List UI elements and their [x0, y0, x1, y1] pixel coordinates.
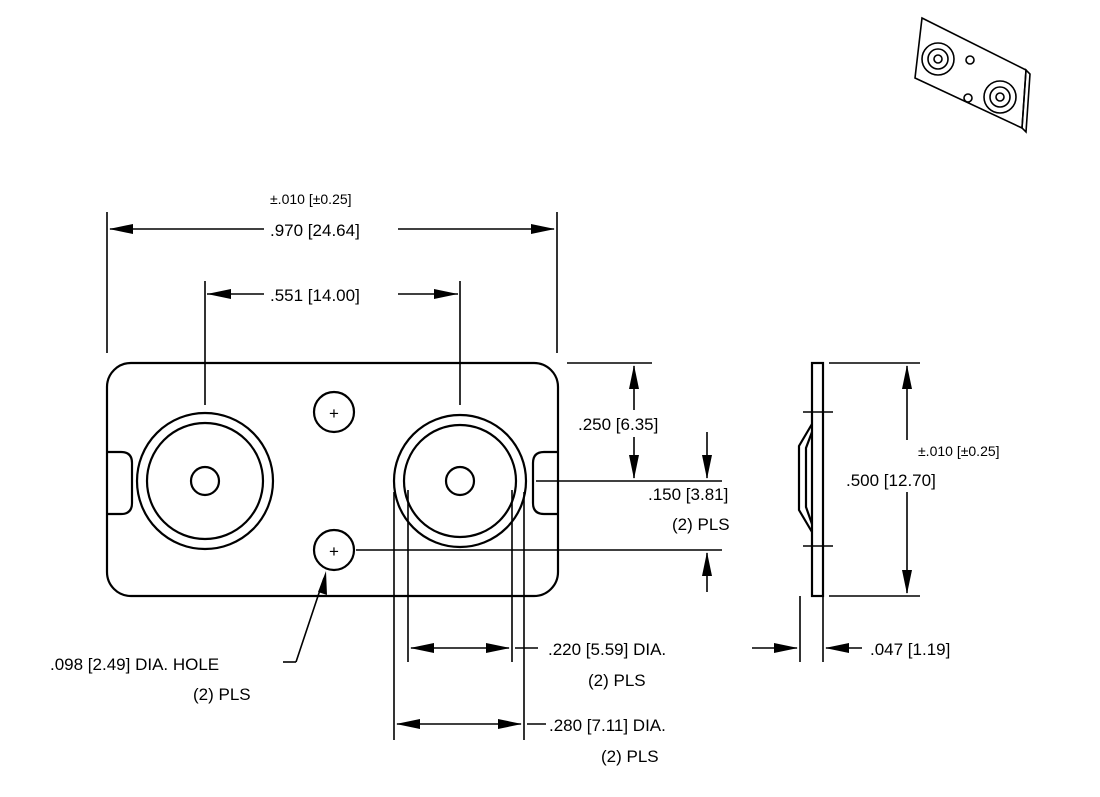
- edge-to-center-label: .250 [6.35]: [578, 415, 658, 434]
- dimension-labels: ±.010 [±0.25] .970 [24.64] .551 [14.00] …: [50, 191, 1000, 766]
- thickness-label: .047 [1.19]: [870, 640, 950, 659]
- side-view: [797, 361, 833, 598]
- slot-offset-label: .150 [3.81]: [648, 485, 728, 504]
- inner-qty-label: (2) PLS: [588, 671, 646, 690]
- side-boss-profile: [797, 423, 813, 533]
- isometric-thumbnail: [914, 16, 1031, 134]
- hole-qty-label: (2) PLS: [193, 685, 251, 704]
- outer-dia-label: .280 [7.11] DIA.: [549, 716, 666, 735]
- right-boss-outer: [392, 413, 528, 549]
- top-small-hole: [312, 390, 356, 434]
- left-boss-outer: [135, 411, 275, 551]
- center-spacing-label: .551 [14.00]: [270, 286, 360, 305]
- height-label: .500 [12.70]: [846, 471, 936, 490]
- hole-dia-label: .098 [2.49] DIA. HOLE: [50, 655, 219, 674]
- inner-dia-label: .220 [5.59] DIA.: [548, 640, 666, 659]
- top-hole-mark: +: [329, 404, 339, 423]
- dimension-lines: [106, 212, 920, 740]
- left-slot: [107, 450, 134, 516]
- side-plate: [810, 361, 825, 598]
- front-view: + +: [105, 361, 560, 598]
- bottom-small-hole: [312, 528, 356, 572]
- overall-width-label: .970 [24.64]: [270, 221, 360, 240]
- left-boss-inner: [145, 421, 265, 541]
- right-boss-inner: [402, 423, 518, 539]
- overall-tolerance-label: ±.010 [±0.25]: [270, 191, 352, 207]
- right-slot: [531, 450, 558, 516]
- left-boss-hole: [189, 465, 221, 497]
- right-boss-hole: [444, 465, 476, 497]
- height-tolerance-label: ±.010 [±0.25]: [918, 443, 1000, 459]
- outer-qty-label: (2) PLS: [601, 747, 659, 766]
- bottom-hole-mark: +: [329, 542, 339, 561]
- plate-outline: [105, 361, 560, 598]
- slot-offset-qty-label: (2) PLS: [672, 515, 730, 534]
